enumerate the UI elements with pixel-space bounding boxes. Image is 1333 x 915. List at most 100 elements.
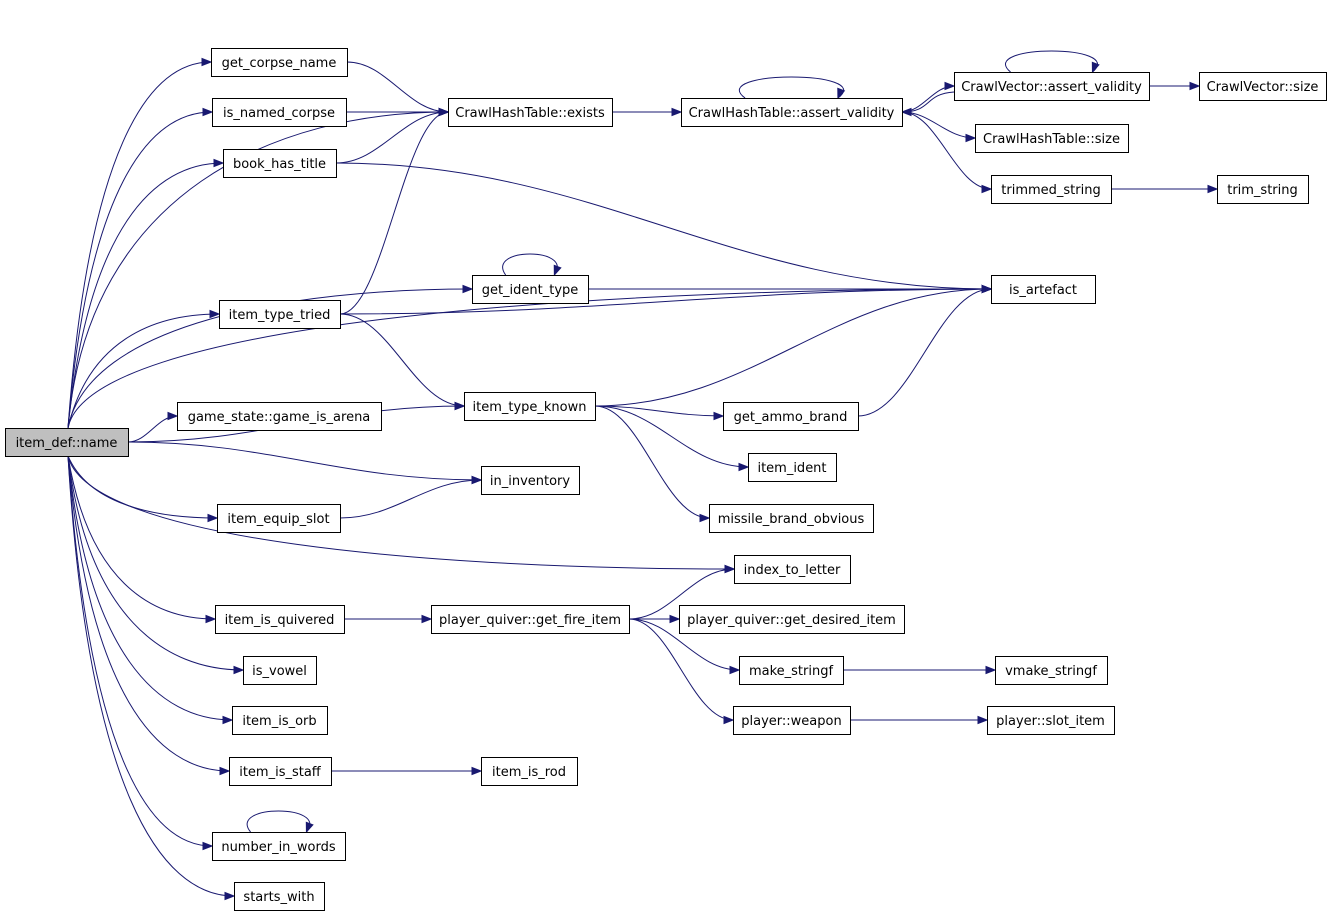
arrowhead [944, 81, 956, 91]
node-label: get_corpse_name [222, 56, 337, 71]
node-box [748, 453, 837, 482]
edge-item-def--name-to-starts-with [67, 455, 235, 897]
node-get-desired-item[interactable]: player_quiver::get_desired_item [679, 605, 905, 634]
node-label: CrawlVector::assert_validity [961, 80, 1142, 95]
edge-item-def--name-to-in-inventory [127, 441, 482, 481]
node-get-fire-item[interactable]: player_quiver::get_fire_item [431, 605, 630, 634]
node-box [431, 605, 630, 634]
node-label: is_artefact [1009, 283, 1077, 298]
node-vmake-stringf[interactable]: vmake_stringf [995, 656, 1108, 685]
arrowhead [981, 184, 993, 194]
node-item-equip-slot[interactable]: item_equip_slot [217, 504, 341, 533]
edge-item-type-known-to-missile-brand-obvious [594, 405, 710, 519]
arrowhead [202, 841, 214, 851]
node-box [234, 882, 325, 911]
node-ht-assert[interactable]: CrawlHashTable::assert_validity [681, 98, 903, 127]
node-starts-with[interactable]: starts_with [234, 882, 325, 911]
arrowhead [454, 401, 466, 411]
node-label: player::slot_item [996, 714, 1105, 729]
node-item-def--name[interactable]: item_def::name [5, 428, 129, 457]
node-label: is_named_corpse [223, 106, 335, 121]
arrowhead [209, 309, 221, 319]
arrowhead [671, 107, 683, 117]
arrowhead [224, 891, 236, 901]
node-box [995, 656, 1108, 685]
edge-item-def--name-to-is-vowel [67, 455, 244, 671]
node-box [5, 428, 129, 457]
node-label: trimmed_string [1001, 183, 1100, 198]
arrowhead [462, 284, 474, 294]
arrowhead [305, 821, 314, 834]
node-label: item_def::name [16, 436, 118, 451]
node-item-is-quivered[interactable]: item_is_quivered [215, 605, 345, 634]
node-box [481, 466, 580, 495]
arrowhead [222, 715, 234, 725]
node-get-ammo-brand[interactable]: get_ammo_brand [723, 402, 859, 431]
node-index-to-letter[interactable]: index_to_letter [734, 555, 851, 584]
node-label: item_type_known [472, 400, 586, 415]
node-label: item_type_tried [229, 308, 331, 323]
node-label: get_ammo_brand [734, 410, 848, 425]
arrowhead [201, 57, 213, 67]
node-box [987, 706, 1115, 735]
node-is-artefact[interactable]: is_artefact [991, 275, 1096, 304]
node-get-ident-type[interactable]: get_ident_type [472, 275, 589, 304]
node-get-corpse-name[interactable]: get_corpse_name [211, 48, 348, 77]
edge-get-fire-item-to-make-stringf [628, 618, 740, 671]
node-box [223, 149, 337, 178]
node-item-is-staff[interactable]: item_is_staff [229, 757, 332, 786]
arrowhead [900, 107, 912, 117]
node-box [991, 275, 1096, 304]
edge-item-def--name-to-is-artefact [67, 288, 992, 429]
edge-get-corpse-name-to-ht-exists [346, 61, 449, 113]
node-in-inventory[interactable]: in_inventory [481, 466, 580, 495]
node-box [975, 124, 1129, 153]
node-book-has-title[interactable]: book_has_title [223, 149, 337, 178]
node-label: player_quiver::get_fire_item [439, 613, 621, 628]
arrowhead [553, 264, 562, 277]
node-ht-size[interactable]: CrawlHashTable::size [975, 124, 1129, 153]
node-missile-brand-obvious[interactable]: missile_brand_obvious [709, 504, 874, 533]
arrowhead [699, 513, 711, 523]
node-cv-size[interactable]: CrawlVector::size [1199, 72, 1327, 101]
node-is-named-corpse[interactable]: is_named_corpse [212, 98, 347, 127]
node-box [681, 98, 903, 127]
arrowhead [1207, 184, 1219, 194]
node-box [212, 98, 347, 127]
edge-item-type-known-to-get-ammo-brand [594, 405, 724, 417]
edge-item-def--name-to-item-type-tried [67, 313, 220, 429]
node-item-is-orb[interactable]: item_is_orb [232, 706, 328, 735]
node-slot-item[interactable]: player::slot_item [987, 706, 1115, 735]
edge-item-def--name-to-item-is-orb [67, 455, 233, 721]
node-ht-exists[interactable]: CrawlHashTable::exists [448, 98, 613, 127]
node-item-is-rod[interactable]: item_is_rod [481, 757, 578, 786]
node-make-stringf[interactable]: make_stringf [739, 656, 844, 685]
node-item-type-known[interactable]: item_type_known [464, 392, 596, 421]
node-game-is-arena[interactable]: game_state::game_is_arena [177, 402, 382, 431]
node-trim-string[interactable]: trim_string [1217, 175, 1309, 204]
arrowhead [471, 766, 483, 776]
arrowhead [421, 614, 433, 624]
node-item-type-tried[interactable]: item_type_tried [219, 300, 341, 329]
edge-book-has-title-to-ht-exists [335, 111, 449, 164]
node-item-ident[interactable]: item_ident [748, 453, 837, 482]
node-cv-assert[interactable]: CrawlVector::assert_validity [954, 72, 1150, 101]
arrowhead [724, 564, 736, 574]
node-label: item_is_quivered [225, 613, 335, 628]
node-box [215, 605, 345, 634]
node-trimmed-string[interactable]: trimmed_string [991, 175, 1112, 204]
arrowhead [213, 158, 225, 168]
node-player-weapon[interactable]: player::weapon [733, 706, 851, 735]
edge-item-type-tried-to-item-type-known [339, 313, 465, 407]
edge-item-def--name-to-item-equip-slot [67, 455, 218, 519]
edge-ht-assert-to-ht-size [901, 111, 976, 139]
arrowhead [738, 462, 750, 472]
node-is-vowel[interactable]: is_vowel [243, 656, 317, 685]
arrowhead [977, 715, 989, 725]
edge-ht-assert-to-trimmed-string [901, 111, 992, 190]
node-label: in_inventory [490, 474, 571, 489]
arrowhead [669, 614, 681, 624]
node-number-in-words[interactable]: number_in_words [212, 832, 346, 861]
arrowhead [723, 715, 735, 725]
node-label: game_state::game_is_arena [188, 410, 371, 425]
